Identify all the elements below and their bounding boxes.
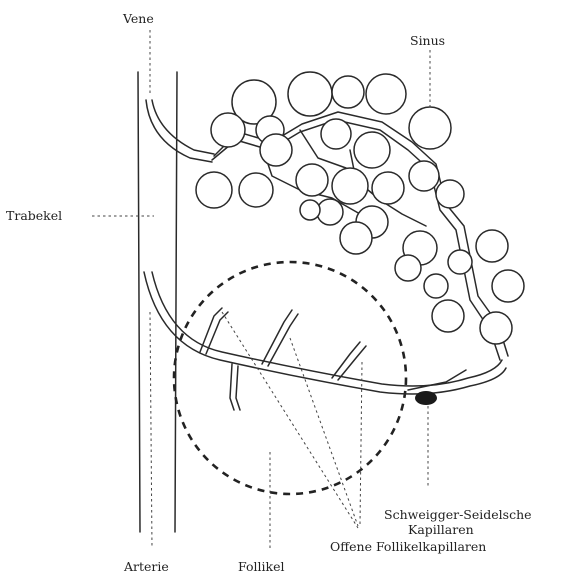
trabecula <box>138 72 177 532</box>
label-follikel: Follikel <box>238 560 284 574</box>
label-schweigger-line1: Schweigger-Seidelsche <box>384 508 532 522</box>
vein <box>146 100 214 162</box>
central-artery <box>144 272 506 410</box>
label-trabekel: Trabekel <box>6 209 62 223</box>
label-offene-follikelkapillaren: Offene Follikelkapillaren <box>330 540 486 554</box>
label-vene: Vene <box>123 12 154 26</box>
schweigger-seidel-sheath <box>415 391 437 405</box>
label-schweigger-line2: Kapillaren <box>408 523 474 537</box>
follicle-outline <box>174 262 406 494</box>
label-arterie: Arterie <box>124 560 169 574</box>
sinus-network <box>196 72 524 360</box>
label-sinus: Sinus <box>410 34 445 48</box>
